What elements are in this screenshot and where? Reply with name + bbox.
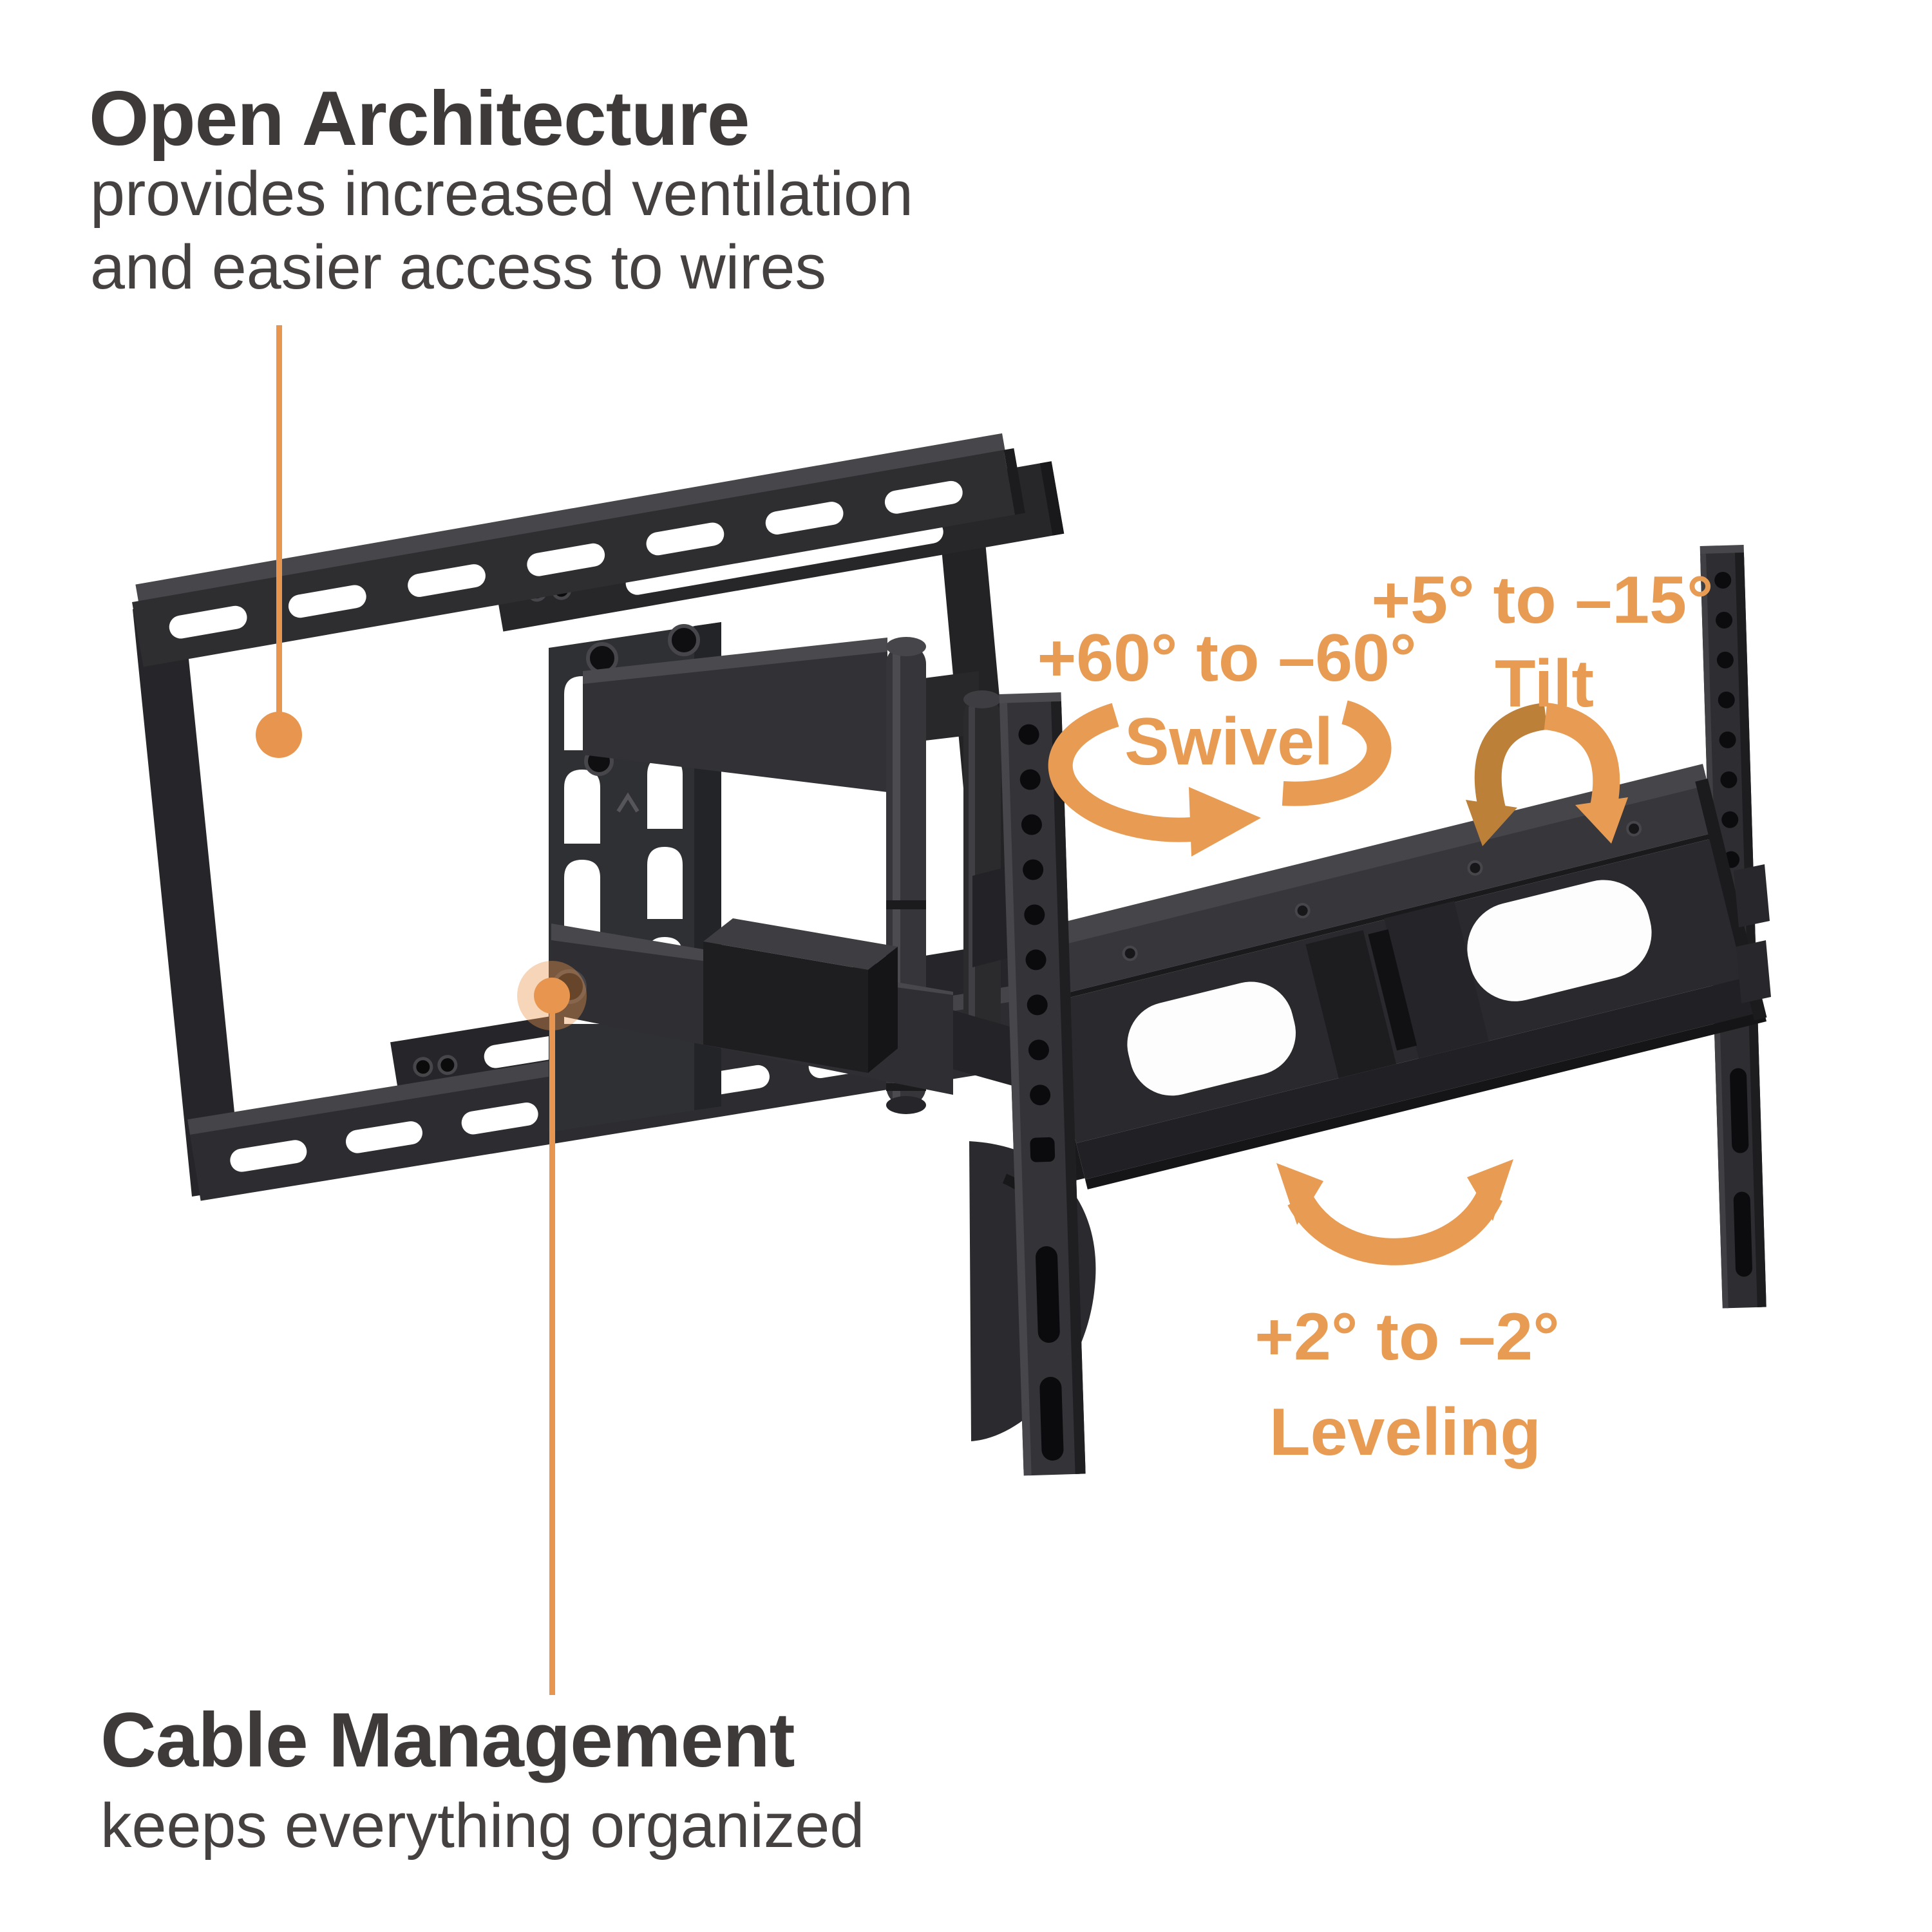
cable-management-callout-line (549, 1005, 555, 1695)
leveling-label: Leveling (1269, 1395, 1541, 1470)
swivel-range-label: +60° to –60° (1037, 621, 1417, 696)
tilt-range-label: +5° to –15° (1371, 563, 1714, 638)
tilt-label: Tilt (1494, 647, 1595, 721)
leveling-arrowhead-left (1276, 1163, 1323, 1225)
open-architecture-callout-line (276, 325, 282, 714)
open-architecture-subtitle-line2: and easier access to wires (90, 232, 826, 303)
leveling-arrow (1287, 1189, 1503, 1265)
tilt-arrow-left (1474, 703, 1548, 820)
tilt-arrowhead-left (1466, 800, 1517, 846)
tv-rail-left (999, 692, 1086, 1476)
tilt-arrow-right (1544, 703, 1620, 816)
crossbar (1018, 764, 1767, 1189)
wall-plate-top-rail (132, 433, 1025, 667)
leveling-arrowhead-right (1467, 1159, 1513, 1221)
tilt-arrowhead-right (1575, 797, 1628, 844)
cable-management-title: Cable Management (100, 1697, 795, 1783)
cable-management-subtitle: keeps everything organized (100, 1790, 865, 1861)
open-architecture-subtitle: provides increased ventilation and easie… (90, 157, 913, 305)
swivel-arrowhead (1189, 787, 1261, 857)
swivel-label: Swivel (1124, 705, 1333, 779)
swivel-arrow-left (1048, 703, 1193, 842)
swivel-arrow-right (1282, 700, 1392, 806)
open-architecture-title: Open Architecture (89, 75, 750, 162)
cable-management-callout-dot (534, 978, 570, 1014)
leveling-range-label: +2° to –2° (1255, 1300, 1560, 1374)
arm-rear-link (914, 671, 979, 742)
annotation-graphics (256, 325, 1628, 1695)
open-architecture-subtitle-line1: provides increased ventilation (90, 158, 913, 229)
open-architecture-callout-dot (256, 712, 302, 758)
arm-rear-pivot (963, 690, 1001, 1045)
articulating-arm (551, 637, 953, 1114)
